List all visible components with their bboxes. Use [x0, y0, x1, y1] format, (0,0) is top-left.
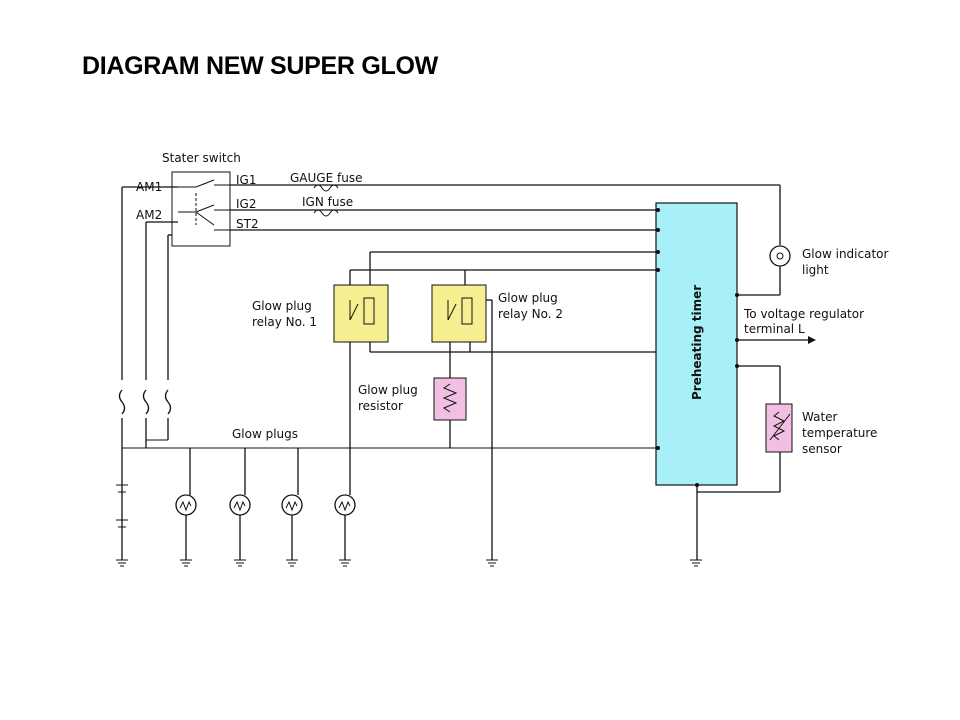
glow-plug-resistor: [433, 377, 467, 421]
relay-wiring: [349, 299, 658, 560]
indicator-label-line1: Glow indicator: [802, 247, 888, 261]
am2-label: AM2: [136, 208, 162, 222]
page-title: DIAGRAM NEW SUPER GLOW: [82, 52, 438, 80]
relay-1-label-line1: Glow plug: [252, 299, 312, 313]
relay-2-label-line2: relay No. 2: [498, 307, 563, 321]
sensor-label-line3: sensor: [802, 442, 842, 456]
ign-fuse-label: IGN fuse: [302, 195, 353, 209]
ig2-label: IG2: [236, 197, 256, 211]
relay-1-contacts: [349, 297, 375, 325]
switch-output-wires: [230, 184, 781, 285]
relay-2-contacts: [447, 297, 473, 325]
resistor-zigzag: [442, 383, 458, 413]
resistor-label-line2: resistor: [358, 399, 403, 413]
preheating-timer: [655, 202, 738, 486]
glow-plug-4: [334, 494, 356, 560]
ground-symbols: [116, 559, 702, 567]
resistor-label-line1: Glow plug: [358, 383, 418, 397]
starter-switch-label: Stater switch: [162, 151, 241, 165]
glow-plug-1: [175, 494, 197, 560]
sensor-label-line1: Water: [802, 410, 838, 424]
ig1-label: IG1: [236, 173, 256, 187]
regulator-label-line2: terminal L: [744, 322, 805, 336]
glow-plugs-label: Glow plugs: [232, 427, 298, 441]
sensor-label-line2: temperature: [802, 426, 877, 440]
relay-2-label-line1: Glow plug: [498, 291, 558, 305]
glow-plug-2: [229, 494, 251, 560]
timer-label: Preheating timer: [690, 285, 704, 400]
indicator-label-line2: light: [802, 263, 829, 277]
regulator-arrow: [737, 336, 816, 344]
starter-switch-box: [171, 171, 231, 247]
water-temperature-sensor: [697, 365, 793, 493]
timer-terminals: [656, 208, 739, 487]
glow-plug-3: [281, 494, 303, 560]
supply-wires: [116, 186, 660, 560]
st2-label: ST2: [236, 217, 259, 231]
glow-plug-branches: [189, 448, 299, 495]
glow-plug-relay-1: [333, 284, 389, 343]
am1-label: AM1: [136, 180, 162, 194]
glow-plug-relay-2: [431, 284, 487, 343]
relay-1-label-line2: relay No. 1: [252, 315, 317, 329]
starter-switch-contacts: [178, 179, 230, 231]
gauge-fuse-label: GAUGE fuse: [290, 171, 362, 185]
regulator-label-line1: To voltage regulator: [743, 307, 864, 321]
glow-indicator-light: [737, 245, 791, 296]
